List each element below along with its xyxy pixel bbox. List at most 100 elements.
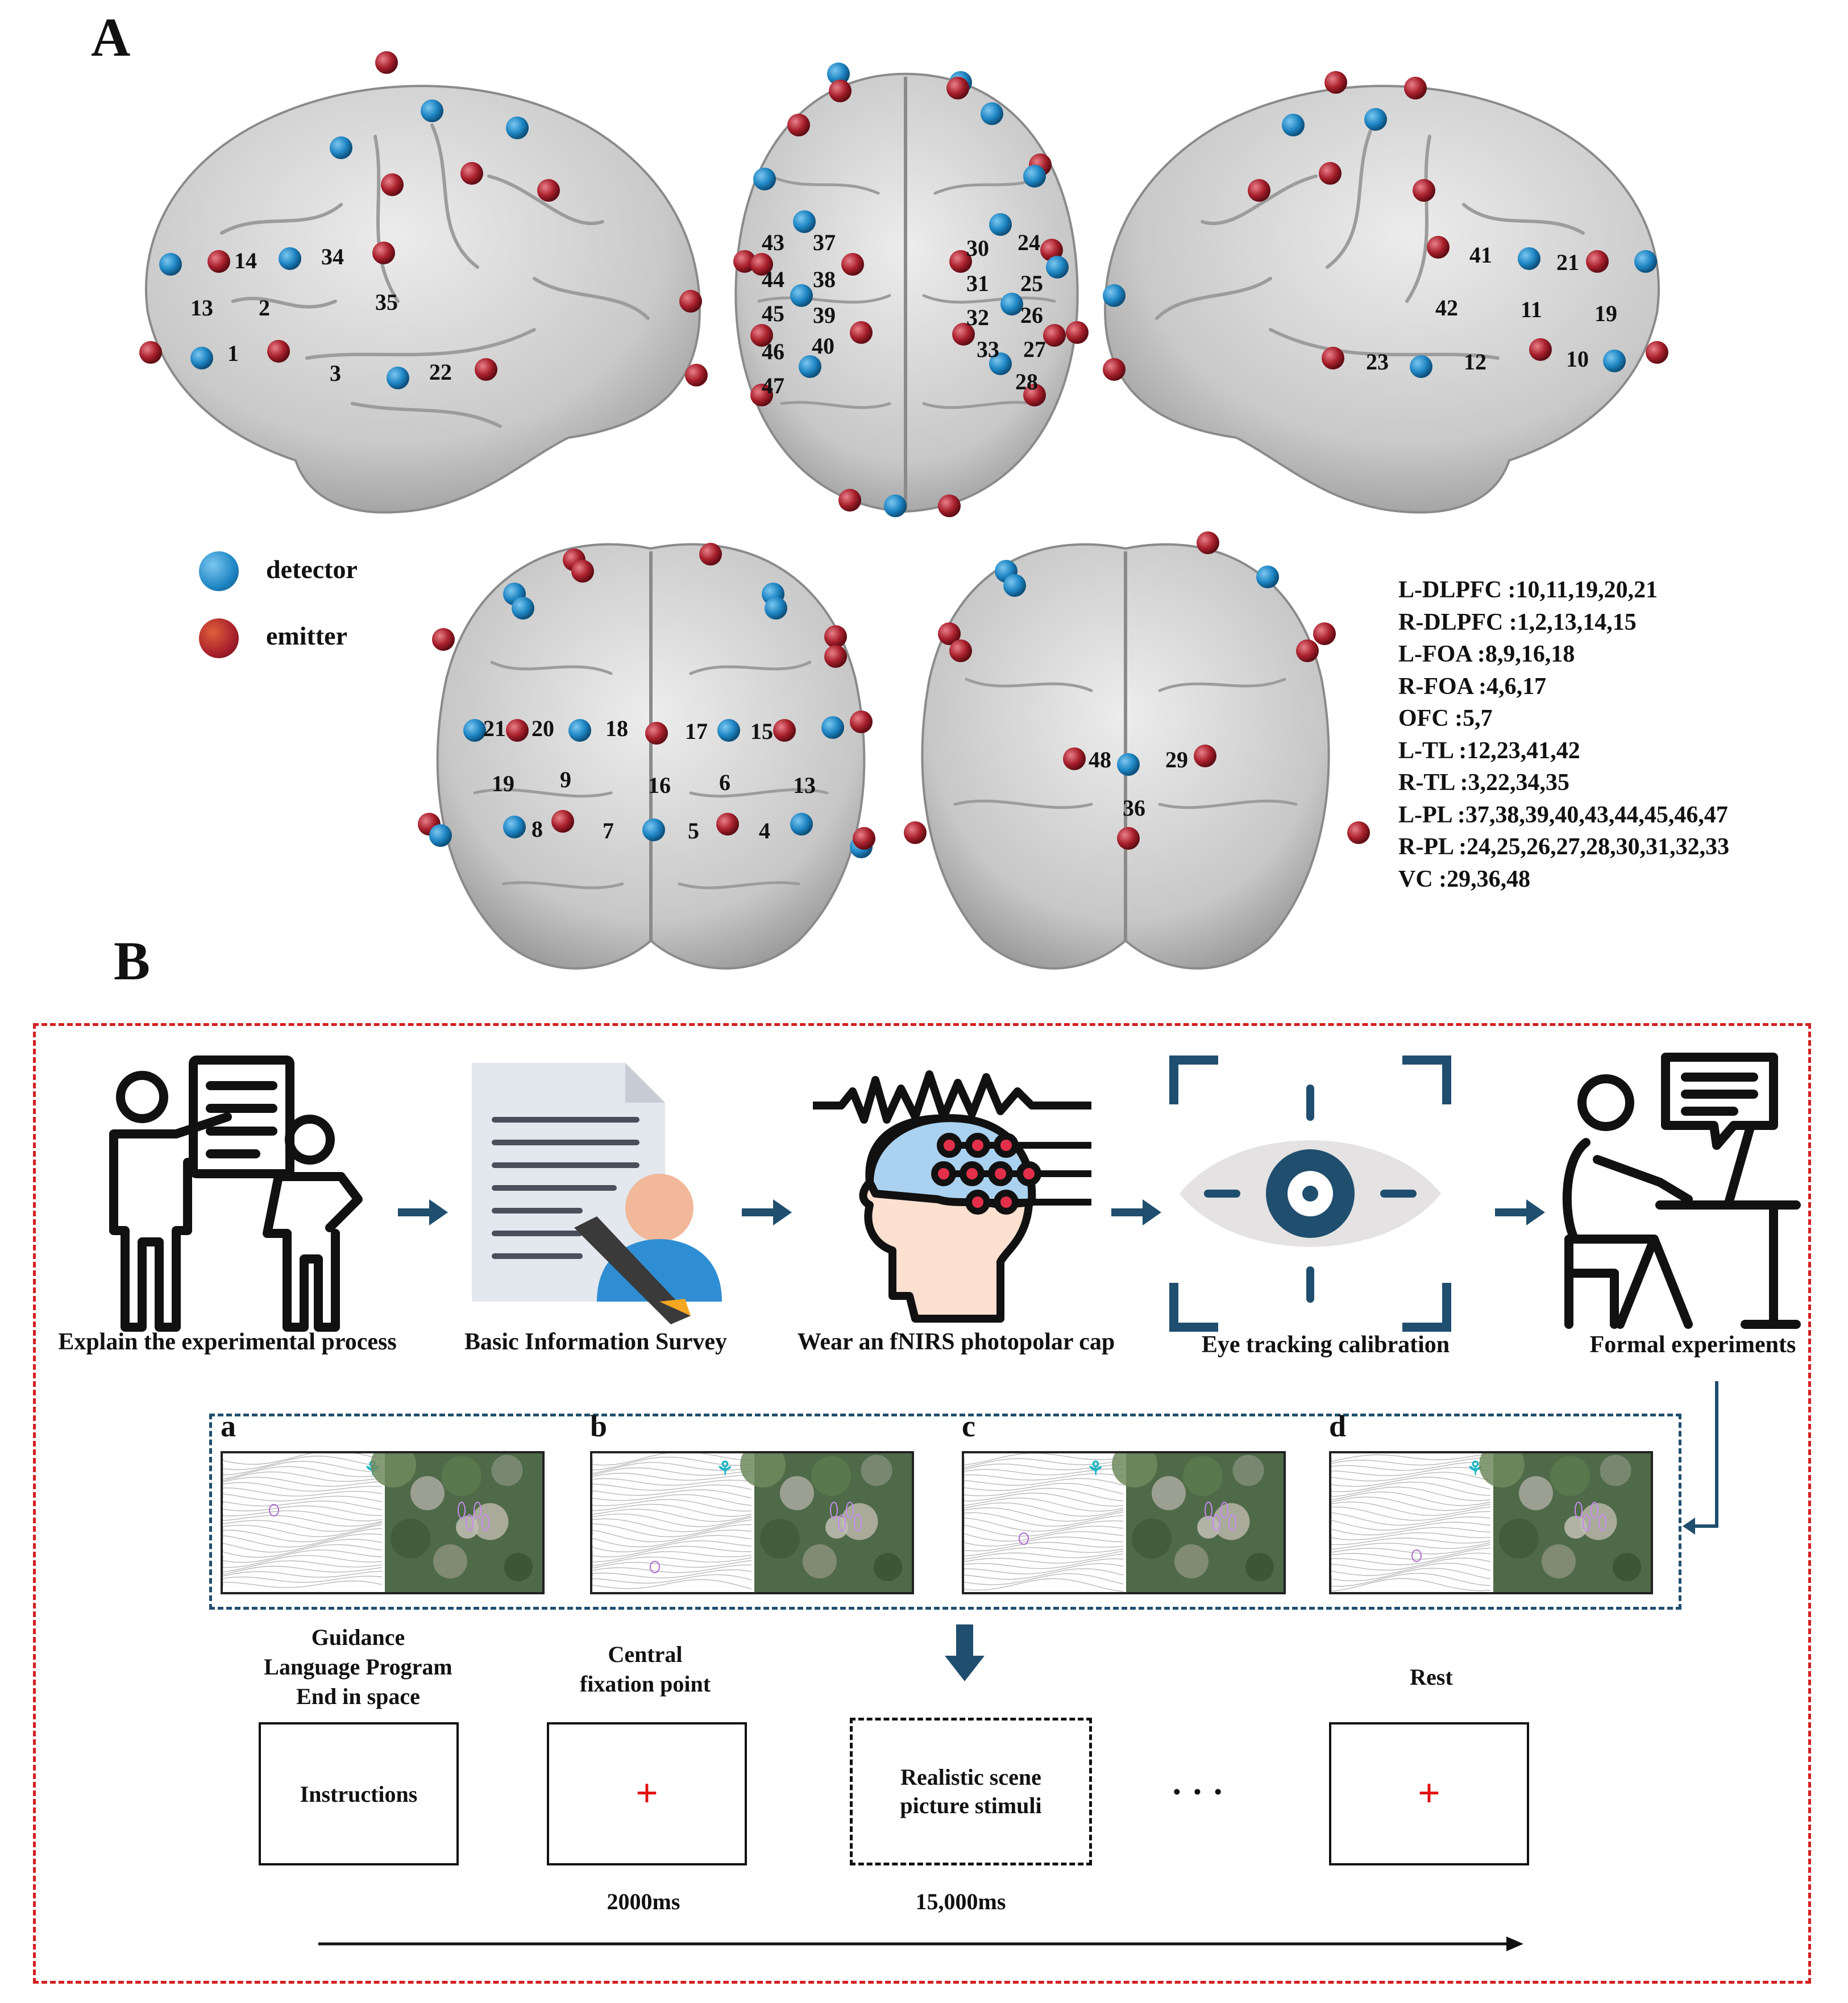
- emitter-optode: [853, 827, 875, 850]
- teacher-presentation-icon: [109, 1055, 363, 1332]
- front-view-channel-label: 20: [531, 716, 554, 741]
- ellipsis: · · ·: [1171, 1773, 1224, 1811]
- survey-document-icon: [472, 1063, 722, 1324]
- front-view-channel-label: 15: [750, 718, 773, 744]
- brain-lateral-left-view: [1104, 85, 1660, 514]
- emitter-optode: [773, 719, 796, 742]
- detector-optode: [821, 716, 844, 739]
- stimulus-image-a: ⚘: [221, 1451, 545, 1594]
- right-view-channel-label: 34: [321, 244, 344, 269]
- emitter-optode: [1103, 358, 1126, 381]
- detector-optode: [1256, 566, 1279, 588]
- detector-optode: [1103, 284, 1126, 307]
- formal-to-stimuli-connector: [1683, 1381, 1718, 1535]
- detector-optode: [429, 824, 452, 847]
- emitter-optode: [381, 173, 404, 196]
- detector-optode: [506, 117, 529, 139]
- detector-legend-label: detector: [266, 555, 358, 584]
- emitter-optode: [946, 77, 969, 99]
- person-at-computer-icon: [1562, 1053, 1801, 1329]
- right-view-channel-label: 3: [330, 360, 341, 386]
- brain-top-view: [734, 72, 1079, 513]
- front-view-channel-label: 19: [492, 771, 514, 796]
- detector-optode: [989, 213, 1012, 236]
- detector-optode: [421, 99, 443, 122]
- fixation-duration: 2000ms: [607, 1889, 680, 1914]
- emitter-optode: [949, 250, 972, 273]
- time-axis-arrow: [318, 1936, 1523, 1951]
- detector-optode: [279, 247, 301, 270]
- panel-b-letter: B: [114, 930, 151, 991]
- emitter-optode: [551, 810, 574, 833]
- detector-optode: [1023, 165, 1046, 188]
- detector-optode: [799, 355, 821, 378]
- front-view-channel-label: 9: [560, 767, 571, 792]
- top-view-channel-label: 31: [966, 271, 989, 296]
- emitter-optode: [679, 290, 702, 313]
- detector-optode: [765, 597, 787, 620]
- emitter-optode: [1117, 827, 1140, 850]
- emitter-optode: [571, 560, 594, 583]
- detector-legend-dot: [199, 551, 239, 591]
- right-view-channel-label: 14: [234, 248, 257, 273]
- top-view-channel-label: 30: [966, 235, 989, 261]
- detector-optode: [884, 494, 907, 517]
- instructions-caption-line-3: End in space: [296, 1684, 420, 1709]
- front-view-channel-label: 5: [688, 818, 699, 843]
- detector-optode: [330, 136, 352, 159]
- region-channel-list: L-DLPFC :10,11,19,20,21 R-DLPFC :1,2,13,…: [1398, 574, 1729, 895]
- region-r-dlpfc: R-DLPFC :1,2,13,14,15: [1398, 609, 1637, 635]
- emitter-optode: [716, 813, 739, 836]
- detector-optode: [190, 347, 213, 369]
- brain-front-view: [436, 543, 866, 970]
- emitter-optode: [733, 250, 756, 273]
- emitter-optode: [841, 253, 864, 276]
- stimulus-image-c: ⚘: [962, 1451, 1286, 1594]
- right-view-channel-label: 13: [190, 295, 213, 321]
- region-l-foa: L-FOA :8,9,16,18: [1398, 641, 1575, 667]
- front-view-channel-label: 21: [483, 716, 506, 741]
- back-view-channel-label: 29: [1165, 747, 1188, 772]
- detector-optode: [790, 284, 813, 307]
- emitter-optode: [699, 543, 722, 566]
- stimulus-letter-d: d: [1329, 1409, 1347, 1443]
- region-l-dlpfc: L-DLPFC :10,11,19,20,21: [1398, 577, 1658, 603]
- emitter-optode: [949, 639, 972, 662]
- top-view-channel-label: 33: [977, 336, 999, 362]
- stimulus-box-line-2: picture stimuli: [900, 1793, 1042, 1818]
- fixation-box: +: [547, 1722, 747, 1865]
- step-arrow-1: [398, 1199, 448, 1225]
- instructions-caption-line-2: Language Program: [264, 1654, 452, 1680]
- detector-optode: [717, 719, 740, 742]
- emitter-optode: [1313, 622, 1336, 645]
- emitter-legend-dot: [199, 618, 239, 658]
- emitter-optode: [1347, 821, 1370, 844]
- emitter-optode: [267, 340, 290, 363]
- front-view-channel-label: 8: [531, 816, 543, 842]
- emitter-optode: [750, 253, 773, 276]
- emitter-optode: [1248, 179, 1270, 202]
- emitter-optode: [938, 622, 961, 645]
- emitter-optode: [1063, 747, 1086, 770]
- left-view-channel-label: 19: [1594, 301, 1617, 326]
- emitter-optode: [850, 710, 873, 733]
- fnirs-cap-icon: [813, 1070, 1091, 1323]
- fixation-caption-line-1: Central: [608, 1642, 683, 1667]
- front-view-channel-label: 16: [648, 772, 671, 798]
- top-view-channel-label: 40: [812, 333, 834, 359]
- step-arrow-4: [1495, 1199, 1545, 1225]
- right-view-channel-label: 22: [429, 359, 452, 385]
- emitter-optode: [1194, 745, 1216, 767]
- emitter-optode: [829, 80, 852, 102]
- emitter-optode: [1023, 384, 1046, 406]
- detector-optode: [1046, 256, 1069, 279]
- detector-optode: [790, 813, 813, 836]
- right-view-channel-label: 1: [227, 340, 239, 366]
- rest-box: +: [1329, 1722, 1529, 1865]
- detector-optode: [1282, 114, 1305, 136]
- left-view-channel-label: 21: [1556, 250, 1579, 275]
- top-view-channel-label: 25: [1020, 271, 1043, 296]
- region-vc: VC :29,36,48: [1398, 866, 1531, 892]
- emitter-optode: [787, 114, 810, 136]
- rest-cross: +: [1418, 1772, 1440, 1815]
